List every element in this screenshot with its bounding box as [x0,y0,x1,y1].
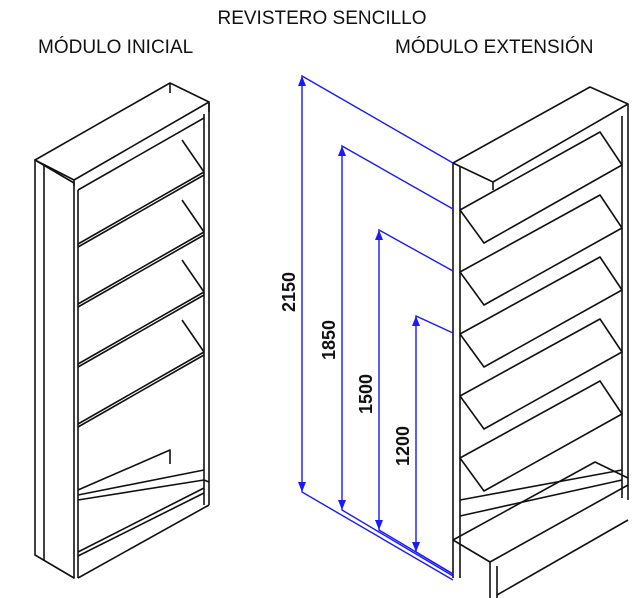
extension-bottom-section [452,461,629,598]
dimension-label-1850: 1850 [319,320,339,360]
extension-module-shelf-unit [452,86,629,598]
initial-angled-shelves [77,139,205,428]
dimension-label-2150: 2150 [279,272,299,312]
initial-left-side-panel [34,159,75,579]
dimension-label-1200: 1200 [393,426,413,466]
drawing-title: REVISTERO SENCILLO [217,8,427,29]
dimension-line-2150 [301,74,454,581]
initial-module-shelf-unit [34,82,210,579]
dimension-line-1200 [415,314,454,575]
initial-module-label: MÓDULO INICIAL [38,37,194,58]
dimension-arrowheads [298,76,420,552]
extension-angled-shelves [459,131,623,492]
dimension-label-1500: 1500 [356,374,376,414]
extension-module-label: MÓDULO EXTENSIÓN [395,37,594,58]
initial-bottom-section [77,449,210,579]
dimension-line-1850 [341,144,454,577]
